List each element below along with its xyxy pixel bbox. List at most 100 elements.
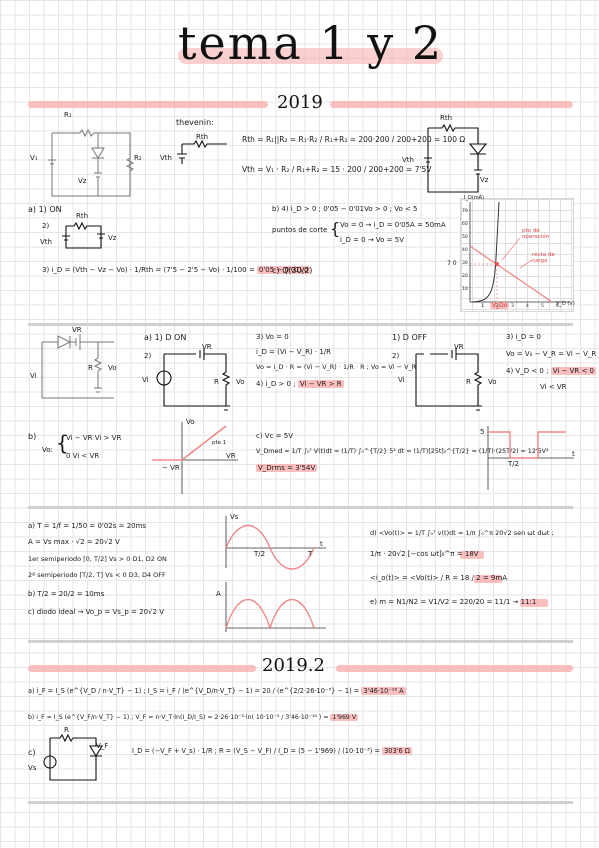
p2-doff-vo: Vo — [488, 378, 497, 386]
p3-input-sine — [225, 516, 326, 570]
p2-doff3b: Vo = V₀ − V_R = Vi − V_R — [506, 350, 597, 358]
p2-vo-label: Vo — [108, 364, 117, 372]
p3-rectified-wave — [225, 582, 326, 632]
circuit-1-diagram — [48, 128, 135, 197]
graph-xlabel: V_D (V) — [556, 301, 575, 307]
p2-c-square-wave — [487, 426, 574, 490]
p2-c-graph-5: 5 — [480, 428, 485, 436]
p4-c-equation: I_D = (−V_F + V_s) · 1/R ; R = (V_S − V_… — [132, 747, 412, 755]
circuit-1-thevenin-diode — [424, 123, 488, 193]
p4-c-result: 303'6 Ω — [382, 747, 412, 755]
label-vz: Vz — [78, 177, 87, 185]
p1-a2-circuit — [62, 221, 105, 249]
section-2019-2-heading: 2019.2 — [262, 655, 325, 676]
label-rth: Rth — [196, 133, 209, 141]
iv-graph-curves — [469, 201, 570, 303]
graph-y-tick: 70 — [462, 209, 468, 214]
p2-a2-vi: Vi — [142, 376, 149, 384]
p2-doff-label: 1) D OFF — [392, 333, 427, 342]
p2-a-label: a) 1) D ON — [144, 333, 187, 342]
label-vz-2: Vz — [480, 176, 489, 184]
p2-a2-r: R — [214, 378, 219, 386]
p3-graph-vs: Vs — [230, 513, 239, 521]
graph-note-load-line: recta de carga — [532, 252, 555, 265]
p3-a-amplitude: A = Vs max · √2 = 20√2 V — [28, 538, 120, 546]
label-r2: R₂ — [134, 154, 142, 162]
p2-c-equation: V_Dmed = 1/T ∫₀ᵀ V(t)dt = (1/T) ∫₀^{T/2}… — [256, 448, 549, 455]
p1-a3: 3) i_D = (Vth − Vz − Vo) · 1/Rth = (7'5 … — [42, 266, 311, 274]
p2-b-graph-vr: VR — [226, 452, 236, 460]
rth-equation: Rth = R₁||R₂ = R₁·R₂ / R₁+R₂ = 200·200 /… — [242, 135, 466, 144]
p1-a-label: a) 1) ON — [28, 205, 62, 214]
p4-b-result: 1'969 V — [330, 714, 359, 721]
p2-doff-vr: VR — [454, 343, 464, 351]
thevenin-diagram — [177, 139, 227, 164]
p3-e2: e) m = N1/N2 = V1/V2 = 220/20 = 11/1 → 1… — [370, 598, 537, 606]
page-title: tema 1 y 2 — [178, 16, 444, 70]
p2-doff3: 3) i_D = 0 — [506, 333, 542, 341]
label-vth-2: Vth — [402, 156, 414, 164]
graph-y-tick: 30 — [462, 261, 468, 266]
p2-vi-label: Vi — [30, 372, 37, 380]
p1-c-label: c) Q(30,2) — [272, 266, 313, 275]
graph-y-tick: 10 — [462, 287, 468, 292]
graph-note-operating-point: pto de operación — [522, 228, 550, 241]
p2-a3b: i_D = (Vi − V_R) · 1/R — [256, 348, 332, 356]
thevenin-label: thevenin: — [176, 118, 214, 127]
graph-y-tick: 60 — [462, 222, 468, 227]
p2-b-graph-vo: Vo — [186, 418, 195, 426]
p2-b-brace: { — [56, 431, 69, 455]
p4-c-circuit — [43, 733, 103, 781]
p2-b-graph-slope: pte 1 — [212, 440, 227, 446]
p2-c-label: c) Vc = 5V — [256, 432, 293, 440]
p2-c-graph-t2: T/2 — [508, 460, 520, 468]
circuit-2-diagram — [41, 334, 114, 399]
p4-a: a) i_F = I_S (e^{V_D / n·V_T} − 1) ; I_S… — [28, 687, 406, 695]
p1-a2-label: 2) — [42, 222, 50, 230]
p3-d2: 1/π · 20√2 [−cos ωt]₀^π = 18V — [370, 550, 479, 558]
p3-c: c) diodo ideal → Vo_p = Vs_p = 20√2 V — [28, 608, 164, 616]
p3-graph-t2: T/2 — [254, 550, 266, 558]
p4-b: b) i_F = I_S (e^{V_F/n·V_T} − 1) ; V_F =… — [28, 714, 359, 721]
p4-c-vs: Vs — [28, 764, 37, 772]
graph-y-tick: 20 — [462, 274, 468, 279]
p1-b-line2: puntos de corte — [272, 226, 328, 234]
p2-a2-vo: Vo — [236, 378, 245, 386]
title-block: tema 1 y 2 — [178, 16, 444, 70]
p3-a-semi1: 1er semiperiodo [0, T/2] Vs > 0 D1, D2 O… — [28, 555, 167, 563]
p3-a-semi2: 2º semiperiodo [T/2, T] Vs < 0 D3, D4 OF… — [28, 571, 166, 579]
graph-x-tick: 1 — [481, 304, 484, 309]
p3-a-period: a) T = 1/f = 1/50 = 0'02s = 20ms — [28, 522, 147, 530]
p2-b-transfer-graph — [152, 422, 238, 494]
graph-x-tick: 2 — [496, 304, 499, 309]
p2-doff4b: Vi < VR — [540, 383, 567, 391]
graph-x-tick: 5 — [541, 304, 544, 309]
graph-vo: V_Do — [490, 302, 510, 309]
graph-y-tick: 50 — [462, 235, 468, 240]
p1-a2-vz: Vz — [108, 234, 117, 242]
graph-yval: 7 0 — [447, 260, 457, 267]
p2-a2-circuit — [156, 348, 231, 411]
graph-y-tick: 40 — [462, 248, 468, 253]
p2-a2-vr: VR — [202, 343, 212, 351]
p2-doff4: 4) V_D < 0 ; Vi − VR < 0 — [506, 367, 597, 375]
p1-a2-vth: Vth — [40, 238, 52, 246]
section-2019-heading: 2019 — [277, 92, 323, 113]
p3-d1: d) <Vo(t)> = 1/T ∫₀ᵀ v(t)dt = 1/π ∫₀^π 2… — [370, 529, 554, 537]
p2-b-vo: Vo: — [42, 446, 53, 454]
p2-a3c: Vo = i_D · R = (Vi − V_R) · 1/R · R ; Vo… — [256, 363, 417, 371]
p2-b-case2: 0 Vi < VR — [66, 452, 100, 460]
vth-equation: Vth = V₁ · R₂ / R₁+R₂ = 15 · 200 / 200+2… — [242, 165, 432, 174]
brace: { — [330, 219, 341, 238]
p2-b-label: b) — [28, 432, 37, 441]
p3-graph-T: T — [308, 550, 313, 558]
p2-r-label: R — [88, 364, 93, 372]
p2-a4-result: Vi − VR > R — [297, 380, 344, 388]
p2-doff-circuit — [415, 348, 483, 411]
iv-graph — [460, 198, 574, 312]
p1-b-case2: i_D = 0 → Vo = 5V — [340, 236, 405, 244]
p2-b-graph-neg: − VR — [162, 464, 180, 472]
p2-a4: 4) i_D > 0 ; Vi − VR > R — [256, 380, 344, 388]
p2-c-graph-t: t — [572, 450, 575, 458]
p1-b-line1: b) 4) i_D > 0 ; 0'05 − 0'01Vo > 0 ; Vo <… — [272, 205, 418, 213]
